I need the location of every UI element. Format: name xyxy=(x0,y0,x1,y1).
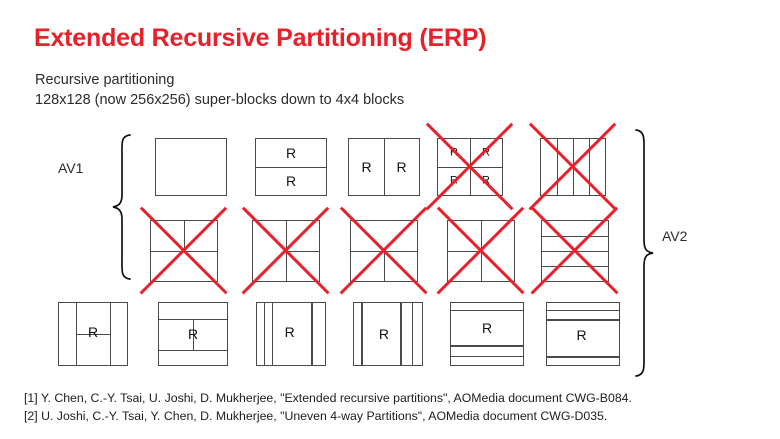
block-horz-4way[interactable] xyxy=(541,220,609,282)
partition-line-h xyxy=(542,251,608,253)
partition-line-v xyxy=(193,318,195,350)
partition-line-v xyxy=(557,139,559,195)
block-horz-t-bot-vsplit[interactable] xyxy=(350,220,418,282)
footnote-2: [2] U. Joshi, C.-Y. Tsai, Y. Chen, D. Mu… xyxy=(24,409,608,423)
block-vert-t-left-hsplit[interactable] xyxy=(447,220,515,282)
block-none-split[interactable] xyxy=(155,138,227,196)
brace-av1 xyxy=(110,133,132,281)
block-quad-split[interactable]: R R R R xyxy=(437,138,503,196)
block-vert-3-mid-hsplit[interactable]: R xyxy=(58,302,128,366)
partition-line-h xyxy=(256,167,326,169)
partition-line-v xyxy=(573,139,575,195)
r-label: R xyxy=(396,159,407,175)
partition-line-h xyxy=(547,319,619,321)
r-label: R xyxy=(482,174,490,187)
partition-line-h xyxy=(451,345,523,347)
r-label: R xyxy=(576,327,587,344)
r-label: R xyxy=(284,323,295,340)
partition-line-h xyxy=(76,334,110,336)
block-horz-3-mid-vsplit[interactable]: R xyxy=(158,302,228,366)
block-vert-t-right-hsplit[interactable] xyxy=(252,220,320,282)
partition-line-v xyxy=(361,303,363,365)
partition-line-h xyxy=(542,266,608,268)
r-label: R xyxy=(450,174,458,187)
partition-line-v xyxy=(411,303,414,365)
partition-line-v xyxy=(384,139,386,195)
brace-av2 xyxy=(634,128,656,378)
partition-line-v xyxy=(400,303,402,365)
block-vert-split[interactable]: R R xyxy=(348,138,420,196)
partition-diagram: AV1 AV2 R R R R R R R R xyxy=(0,120,780,380)
r-label: R xyxy=(378,326,389,342)
r-label: R xyxy=(450,146,458,159)
partition-line-h xyxy=(159,349,227,351)
r-label: R xyxy=(187,326,199,342)
partition-line-h xyxy=(438,167,502,169)
subtitle-block: Recursive partitioning 128x128 (now 256x… xyxy=(35,70,404,110)
footnote-1: [1] Y. Chen, C.-Y. Tsai, U. Joshi, D. Mu… xyxy=(24,391,632,405)
partition-line-h xyxy=(151,251,217,253)
block-uneven-horz-bottom[interactable]: R xyxy=(546,302,620,366)
partition-line-h xyxy=(451,355,523,358)
r-label: R xyxy=(87,323,99,340)
block-uneven-horz-top[interactable]: R xyxy=(450,302,524,366)
partition-line-v xyxy=(481,221,483,281)
block-horz-split[interactable]: R R xyxy=(255,138,327,196)
footnotes: [1] Y. Chen, C.-Y. Tsai, U. Joshi, D. Mu… xyxy=(24,389,632,425)
group-label-av1: AV1 xyxy=(58,160,84,176)
partition-line-v xyxy=(110,303,112,365)
partition-line-h xyxy=(448,251,481,253)
block-uneven-vert-left[interactable]: R xyxy=(256,302,326,366)
partition-line-v xyxy=(184,221,186,251)
r-label: R xyxy=(481,319,493,336)
block-horz-t-top-vsplit[interactable] xyxy=(150,220,218,282)
r-label: R xyxy=(285,173,297,189)
partition-line-h xyxy=(451,309,523,312)
partition-line-h xyxy=(286,251,319,253)
partition-line-v xyxy=(589,139,591,195)
group-label-av2: AV2 xyxy=(662,228,688,244)
r-label: R xyxy=(285,145,297,161)
partition-line-v xyxy=(311,303,313,365)
partition-line-v xyxy=(384,251,386,281)
page-title: Extended Recursive Partitioning (ERP) xyxy=(34,24,487,52)
partition-line-h xyxy=(547,309,619,312)
block-vert-4way[interactable] xyxy=(540,138,606,196)
subtitle-line-1: Recursive partitioning xyxy=(35,72,175,88)
partition-line-v xyxy=(263,303,266,365)
partition-line-v xyxy=(271,303,274,365)
block-uneven-vert-right[interactable]: R xyxy=(353,302,423,366)
subtitle-line-2: 128x128 (now 256x256) super-blocks down … xyxy=(35,92,405,108)
partition-line-h xyxy=(542,236,608,238)
r-label: R xyxy=(361,159,372,175)
r-label: R xyxy=(482,146,490,159)
partition-line-h xyxy=(547,356,619,358)
